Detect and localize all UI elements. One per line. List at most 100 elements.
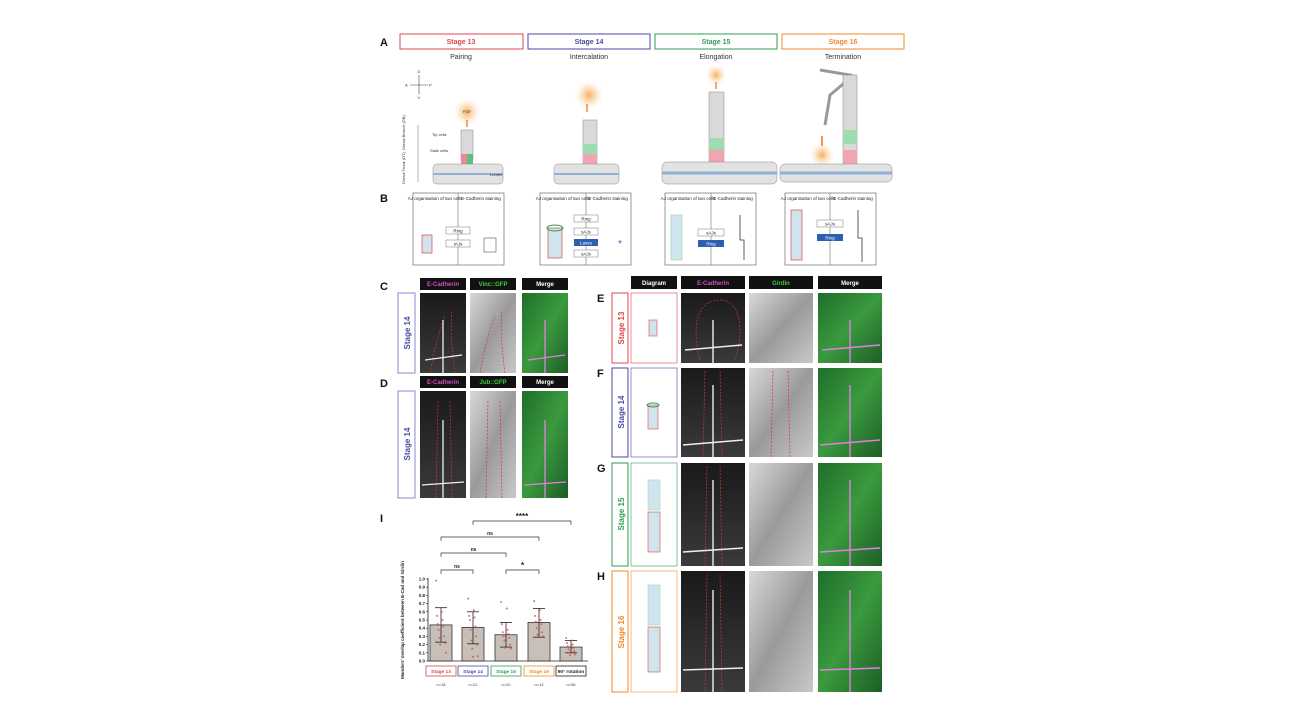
data-point bbox=[508, 637, 511, 640]
stage-label: Stage 15 bbox=[617, 497, 626, 530]
data-point bbox=[573, 650, 576, 653]
significance-bracket bbox=[472, 520, 572, 525]
data-point bbox=[436, 614, 438, 617]
row-e-stage13: E Stage 13 bbox=[597, 292, 882, 364]
stage-process: Pairing bbox=[450, 54, 472, 61]
header-vinc-gfp: Vinc::GFP bbox=[479, 282, 508, 288]
data-point bbox=[542, 635, 544, 638]
b-box-stage13: AJ organisation of two cells E-Cadherin … bbox=[408, 192, 505, 266]
data-point bbox=[538, 609, 541, 612]
data-point bbox=[438, 637, 441, 640]
data-point bbox=[502, 635, 505, 638]
category-box bbox=[555, 665, 587, 677]
data-point bbox=[536, 633, 539, 636]
x-tick-label: Stage 16 bbox=[529, 669, 549, 675]
panel-i: I Manders' overlap coefficient between E… bbox=[380, 512, 588, 687]
micrograph-girdin bbox=[749, 368, 813, 457]
x-tick-label: Stage 15 bbox=[496, 669, 516, 675]
stage-label: Stage 15 bbox=[702, 39, 731, 46]
header-e-cadherin: E-Cadherin bbox=[427, 282, 459, 288]
micrograph-girdin bbox=[749, 293, 813, 363]
y-tick-label: 0.3 bbox=[419, 634, 426, 639]
ventral-label: V bbox=[418, 95, 421, 100]
sajs-label: sAJs bbox=[706, 231, 717, 236]
panel-label-f: F bbox=[597, 368, 604, 380]
stage-label: Stage 13 bbox=[617, 311, 626, 344]
significance-label: ns bbox=[454, 564, 460, 570]
data-point bbox=[435, 579, 438, 582]
stage-label: Stage 13 bbox=[447, 39, 476, 46]
data-point bbox=[467, 597, 470, 600]
data-point bbox=[565, 637, 568, 640]
data-point bbox=[474, 625, 477, 628]
data-point bbox=[476, 643, 478, 646]
stage-label: Stage 14 bbox=[403, 316, 412, 349]
col-header: E-Cadherin staining bbox=[461, 196, 501, 201]
stage-label: Stage 16 bbox=[829, 39, 858, 46]
col-header: AJ organisation of two cells bbox=[536, 196, 591, 201]
significance-label: * bbox=[521, 561, 525, 570]
b-box-stage14: AJ organisation of two cells E-Cadherin … bbox=[536, 192, 632, 266]
data-point bbox=[444, 651, 447, 654]
panel-c: C E-Cadherin Vinc::GFP Merge Stage 14 bbox=[380, 278, 568, 374]
y-tick-label: 0.6 bbox=[419, 609, 426, 614]
y-tick-label: 0.0 bbox=[419, 659, 426, 664]
tip-cells-label: Tip cells bbox=[432, 132, 447, 137]
y-tick-label: 1.0 bbox=[419, 577, 426, 582]
data-point bbox=[440, 610, 443, 613]
panel-label-h: H bbox=[597, 571, 605, 583]
data-point bbox=[468, 614, 470, 617]
data-point bbox=[441, 619, 444, 621]
dorsal-trunk-label: Dorsal Trunk (DT) bbox=[401, 152, 406, 184]
b-box-stage16: AJ organisation of two cells E-Cadherin … bbox=[781, 192, 877, 266]
data-point bbox=[572, 646, 575, 649]
data-point bbox=[567, 648, 570, 651]
data-point bbox=[509, 647, 512, 650]
panel-label-a: A bbox=[380, 37, 388, 49]
y-tick-label: 0.8 bbox=[419, 593, 426, 598]
stage14-illustration bbox=[553, 81, 620, 185]
data-point bbox=[500, 600, 503, 603]
header-merge: Merge bbox=[841, 281, 859, 287]
stalk-cells-label: Stalk cells bbox=[430, 148, 448, 153]
y-tick-label: 0.4 bbox=[419, 626, 426, 631]
stage-label: Stage 14 bbox=[617, 395, 626, 428]
lasso-label: Lasso bbox=[580, 241, 593, 246]
data-point bbox=[442, 625, 445, 628]
sajs-label: sAJs bbox=[581, 252, 592, 257]
col-header: E-Cadherin staining bbox=[588, 196, 628, 201]
axis-compass: D V A P bbox=[405, 69, 432, 100]
data-point bbox=[507, 632, 510, 635]
y-tick-label: 0.5 bbox=[419, 618, 426, 623]
significance-bracket bbox=[440, 569, 474, 574]
data-point bbox=[471, 647, 474, 650]
micrograph-vinc-gfp bbox=[470, 293, 516, 373]
n-label: n=13 bbox=[534, 682, 544, 687]
stage-header-14: Stage 14 Intercalation bbox=[527, 33, 651, 61]
category-box bbox=[425, 665, 457, 677]
panel-label-i: I bbox=[380, 513, 383, 525]
data-point bbox=[533, 600, 536, 603]
panel-e-h: Diagram E-Cadherin Girdin Merge E Stage … bbox=[597, 276, 882, 693]
stage-label: Stage 16 bbox=[617, 615, 626, 648]
data-point bbox=[473, 616, 476, 619]
data-point bbox=[472, 609, 475, 612]
data-point bbox=[566, 641, 568, 644]
micrograph-girdin bbox=[749, 571, 813, 692]
b-box-stage15: AJ organisation of two cells E-Cadherin … bbox=[661, 192, 757, 266]
x-tick-label: Stage 14 bbox=[463, 669, 483, 675]
header-merge: Merge bbox=[536, 282, 554, 288]
n-label: n=22 bbox=[468, 682, 478, 687]
stage-process: Elongation bbox=[699, 54, 732, 61]
panel-label-e: E bbox=[597, 293, 604, 305]
stage-label: Stage 14 bbox=[403, 427, 412, 460]
n-label: n=58 bbox=[566, 682, 576, 687]
fgf-label: FGF bbox=[463, 109, 472, 114]
col-header: E-Cadherin staining bbox=[713, 196, 753, 201]
data-point bbox=[570, 639, 573, 642]
data-point bbox=[475, 635, 478, 638]
category-box bbox=[523, 665, 555, 677]
lumen-label: Lumen bbox=[490, 172, 502, 177]
